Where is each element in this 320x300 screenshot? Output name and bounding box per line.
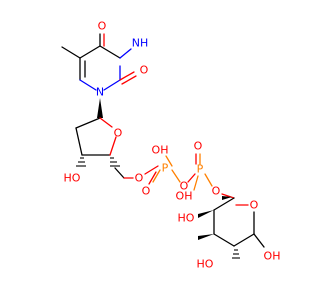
- atom-o: O: [180, 180, 189, 193]
- atom-ho: HO: [178, 212, 195, 225]
- atom-o: O: [250, 199, 259, 212]
- atom-o: O: [114, 127, 123, 140]
- atom-nh: NH: [132, 37, 149, 50]
- bond: [165, 155, 173, 167]
- atom-o: O: [140, 64, 149, 77]
- stereo-wedge: [222, 196, 232, 200]
- atom-o: O: [142, 185, 151, 198]
- bond: [204, 173, 213, 187]
- bond: [75, 127, 83, 156]
- bond: [103, 79, 121, 91]
- atom-ho: HO: [197, 258, 214, 271]
- atom-o: O: [98, 20, 107, 33]
- atom-oh: OH: [152, 144, 169, 157]
- bond: [152, 169, 161, 183]
- bond: [193, 175, 199, 191]
- bond: [109, 136, 117, 156]
- bond: [187, 173, 196, 183]
- atom-oh: OH: [264, 250, 281, 263]
- bond: [119, 71, 135, 81]
- stereo-wedge: [198, 210, 214, 218]
- stereo-hash: [110, 157, 120, 167]
- atom-o: O: [212, 185, 221, 198]
- bond: [253, 233, 265, 248]
- bond: [144, 165, 159, 175]
- bond: [99, 45, 121, 59]
- bond: [221, 193, 235, 199]
- atom-p: P: [162, 162, 169, 175]
- phosphate-chain: [144, 153, 213, 191]
- bond: [213, 197, 235, 211]
- bond: [79, 45, 101, 59]
- atom-ho: HO: [64, 172, 81, 185]
- bond: [75, 117, 101, 129]
- methyl-bond: [61, 46, 81, 59]
- atom-o: O: [194, 140, 203, 153]
- deoxyribose-ring: [75, 117, 117, 156]
- bond: [213, 233, 235, 247]
- bond: [171, 169, 181, 183]
- stereo-wedge: [97, 98, 103, 118]
- atom-p: P: [197, 163, 204, 176]
- bond: [148, 171, 157, 185]
- stereo-hash: [76, 157, 86, 167]
- bond: [233, 233, 255, 247]
- thymine-ring: [61, 33, 137, 91]
- atom-n: N: [96, 86, 104, 99]
- bond: [79, 79, 97, 91]
- atom-o: O: [135, 172, 144, 185]
- stereo-hash: [232, 249, 240, 259]
- bond: [119, 48, 132, 59]
- bond: [99, 117, 113, 128]
- xylose-ring: [213, 193, 255, 247]
- stereo-wedge: [198, 234, 214, 240]
- bond: [121, 75, 137, 85]
- atom-oh: OH: [176, 190, 193, 203]
- bond: [114, 167, 125, 179]
- molecule-structure: O NH O N HO O O OH P O O O P OH O O HO H…: [61, 20, 281, 271]
